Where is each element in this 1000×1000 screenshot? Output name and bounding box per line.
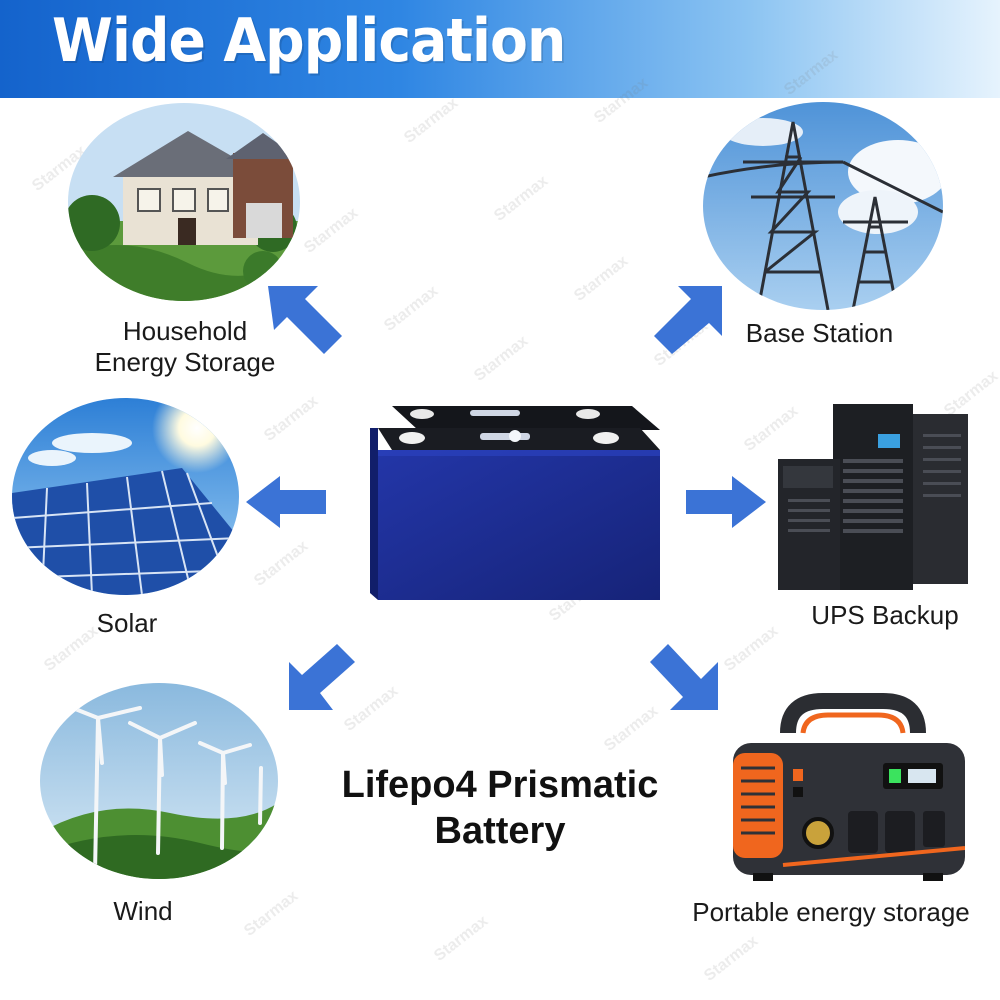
watermark: Starmax: [301, 204, 362, 257]
watermark: Starmax: [721, 622, 782, 675]
watermark: Starmax: [471, 332, 532, 385]
ups-server-icon: [778, 404, 970, 590]
watermark: Starmax: [381, 282, 442, 335]
watermark: Starmax: [431, 912, 492, 965]
house-icon: [68, 103, 300, 301]
base-station-label: Base Station: [745, 318, 894, 348]
portable-label: Portable energy storage: [692, 897, 970, 927]
power-station-icon: [733, 693, 966, 885]
arrow-left-icon: [246, 476, 326, 528]
arrow-up-right-icon: [654, 286, 722, 354]
household-label: Household Energy Storage: [60, 316, 310, 378]
arrow-down-left-icon: [289, 644, 355, 710]
product-title-line2: Battery: [434, 810, 566, 852]
product-title: Lifepo4 Prismatic Battery: [300, 762, 700, 854]
wind-label: Wind: [113, 896, 173, 926]
household-label-line1: Household: [122, 316, 248, 346]
watermark: Starmax: [251, 537, 312, 590]
arrow-up-left-icon: [268, 286, 342, 354]
arrow-down-right-icon: [650, 644, 718, 710]
page-title: Wide Application: [52, 6, 566, 76]
watermark: Starmax: [261, 392, 322, 445]
solar-label: Solar: [96, 608, 158, 638]
wind-turbine-icon: [40, 683, 278, 879]
watermark: Starmax: [491, 172, 552, 225]
arrow-right-icon: [686, 476, 766, 528]
ups-label: UPS Backup: [811, 600, 959, 630]
watermark: Starmax: [701, 932, 762, 985]
watermark: Starmax: [241, 887, 302, 940]
watermark: Starmax: [401, 94, 462, 147]
watermark: Starmax: [571, 252, 632, 305]
product-title-line1: Lifepo4 Prismatic: [341, 764, 659, 806]
battery-icon: [370, 406, 660, 600]
header-banner: Wide Application: [0, 0, 1000, 98]
household-label-line2: Energy Storage: [94, 347, 276, 377]
power-tower-icon: [703, 102, 943, 310]
solar-panel-icon: [12, 398, 239, 595]
